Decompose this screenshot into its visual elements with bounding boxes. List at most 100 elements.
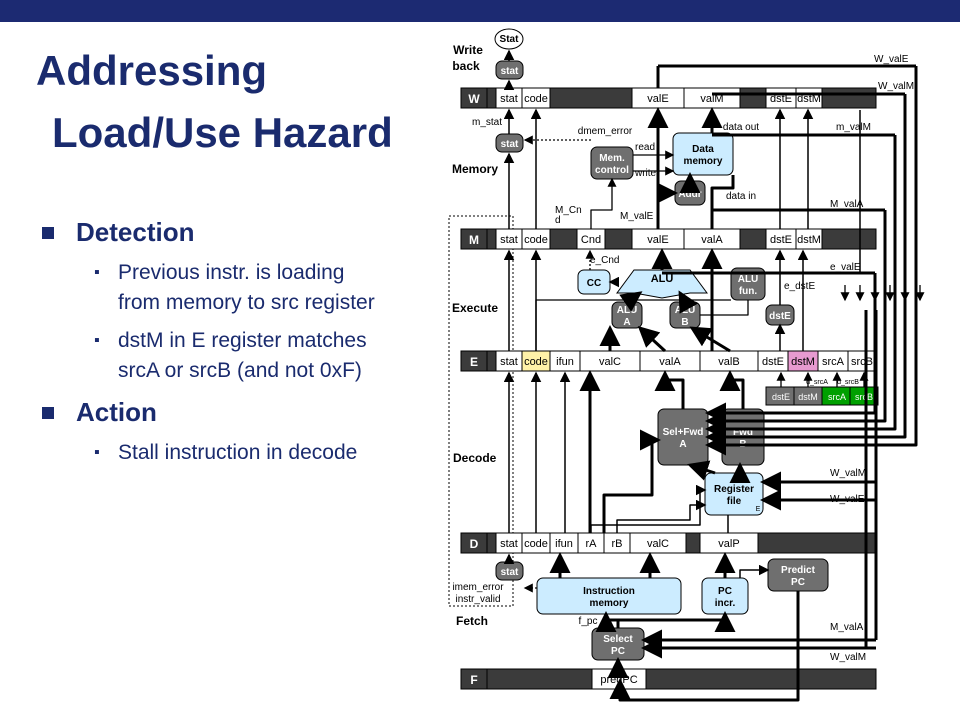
register-M-band: [739, 228, 767, 250]
m-vale-label: M_valE: [620, 211, 654, 222]
stage-write-back-label: Write: [453, 43, 483, 57]
register-E-field-label: code: [524, 356, 548, 368]
data-in-label: data in: [726, 191, 756, 202]
stat-memory-unit-label: stat: [501, 139, 519, 150]
m-vala-label-fetch: M_valA: [830, 622, 864, 633]
register-E-field-label: dstE: [762, 356, 784, 368]
fpc-to-pcincr-wire: [618, 611, 736, 632]
stage-write-back-label: back: [452, 59, 480, 73]
w-valm-label-fetch: W_valM: [830, 652, 866, 663]
d-srcb-label: d_srcB: [837, 379, 859, 386]
select-pc-unit-label: Select: [603, 634, 633, 645]
sub-bullet-stall: ▪ Stall instruction in decode: [40, 438, 440, 468]
register-W-field-label: valE: [647, 93, 668, 105]
register-D-field-label: rB: [612, 538, 623, 550]
decode-id-dstM-label: dstM: [798, 392, 818, 402]
pc-incr-unit-label: PC: [718, 586, 732, 597]
instruction-memory-unit-label: memory: [590, 598, 629, 609]
register-E-field-label: valA: [659, 356, 681, 368]
register-D-field-label: stat: [500, 538, 518, 550]
register-M-band: [821, 228, 877, 250]
mem-control-unit-label: Mem.: [599, 153, 625, 164]
register-D-field-label: valC: [647, 538, 669, 550]
title-line-2: Load/Use Hazard: [52, 109, 393, 156]
stat-output-label: Stat: [500, 34, 520, 45]
instr-valid-label: instr_valid: [455, 594, 500, 605]
m-cnd-label: M_Cn: [555, 205, 582, 216]
fwd-b-unit-label: Fwd: [733, 427, 753, 438]
instruction-memory-unit-label: Instruction: [583, 586, 635, 597]
register-D-band: [486, 532, 497, 554]
register-file-port-e: E: [756, 506, 761, 513]
register-D-label: D: [470, 537, 479, 551]
read-label: read: [635, 142, 655, 153]
mem-control-unit-label: control: [595, 165, 629, 176]
register-M-field-label: valE: [647, 234, 668, 246]
fwd-b-out-wire: [719, 370, 745, 409]
data-out-label: data out: [723, 122, 759, 133]
register-W-field-label: dstE: [770, 93, 792, 105]
stage-execute-label: Execute: [452, 301, 498, 315]
stage-decode-label: Decode: [453, 451, 497, 465]
sel-fwd-a-out-wire: [654, 370, 685, 409]
data-memory-unit-label: memory: [684, 156, 723, 167]
register-M-band: [604, 228, 633, 250]
dmem-error-label: dmem_error: [578, 126, 633, 137]
cc-unit-label: CC: [587, 278, 601, 289]
stage-fetch-label: Fetch: [456, 614, 488, 628]
sel-fwd-a-unit-label: Sel+Fwd: [663, 427, 704, 438]
register-D-band: [685, 532, 701, 554]
sub-bullet-marker: ▪: [94, 444, 100, 461]
rb-to-rf-wire: [616, 499, 707, 533]
m-cnd-wire: [590, 177, 617, 229]
bullet-detection: Detection: [40, 214, 440, 250]
predict-to-predpc-wire: [609, 591, 800, 702]
register-F-label: F: [470, 673, 477, 687]
imem-error-label: imem_error: [452, 582, 504, 593]
register-W-field-label: dstM: [797, 93, 821, 105]
alu-b-unit-label: B: [681, 317, 688, 328]
predict-pc-unit-label: Predict: [781, 565, 816, 576]
register-M-field-label: dstE: [770, 234, 792, 246]
w-vale-forward-wire: [705, 66, 918, 456]
register-W-label: W: [468, 92, 480, 106]
register-F-band: [486, 668, 593, 690]
dste-exec-unit-label: dstE: [769, 311, 791, 322]
sub-bullet-marker: ▪: [94, 264, 100, 281]
register-M-field-label: Cnd: [581, 234, 601, 246]
rf-to-sel-wire: [687, 460, 716, 481]
w-valm-forward-wire: [705, 94, 907, 448]
register-E-field-label: srcA: [822, 356, 845, 368]
m-vala-forward-wire: [705, 210, 887, 432]
sub-bullet-line: srcA or srcB (and not 0xF): [118, 359, 362, 382]
register-E-band: [486, 350, 497, 372]
d-srca-label: d_srcA: [806, 379, 828, 386]
m-vala-data-in-wire: [710, 175, 735, 229]
register-W-band: [821, 87, 877, 109]
register-F-band: [645, 668, 877, 690]
register-E-field-label: stat: [500, 356, 518, 368]
register-M-label: M: [469, 233, 479, 247]
data-memory-unit-label: Data: [692, 144, 714, 155]
register-file-unit-label: file: [727, 496, 742, 507]
vala-to-alua-wire: [637, 325, 667, 353]
e-dste-label: e_dstE: [784, 281, 815, 292]
f-pc-label: f_pc: [579, 616, 598, 627]
icode-exec-wire: [535, 299, 731, 351]
top-bar: [0, 0, 960, 22]
register-M-field-label: dstM: [797, 234, 821, 246]
register-D-field-label: rA: [586, 538, 598, 550]
alu-fun-unit-label: fun.: [739, 286, 758, 297]
register-W-field-label: valM: [700, 93, 723, 105]
m-vala-label-mem: M_valA: [830, 199, 864, 210]
alu-b-unit-label: ALU: [675, 305, 696, 316]
m-valm-forward-wire: [705, 135, 897, 440]
bullet-list: Detection ▪ Previous instr. is loading f…: [40, 214, 440, 468]
register-M-field-label: code: [524, 234, 548, 246]
w-vale-label-top: W_valE: [874, 54, 909, 65]
decode-id-srcA-label: srcA: [828, 392, 846, 402]
addr-unit-label: Addr: [678, 189, 701, 200]
sub-bullet-previous-instr: ▪ Previous instr. is loading from memory…: [40, 258, 440, 318]
e-vale-label: e_valE: [830, 262, 861, 273]
register-W-field-label: stat: [500, 93, 518, 105]
